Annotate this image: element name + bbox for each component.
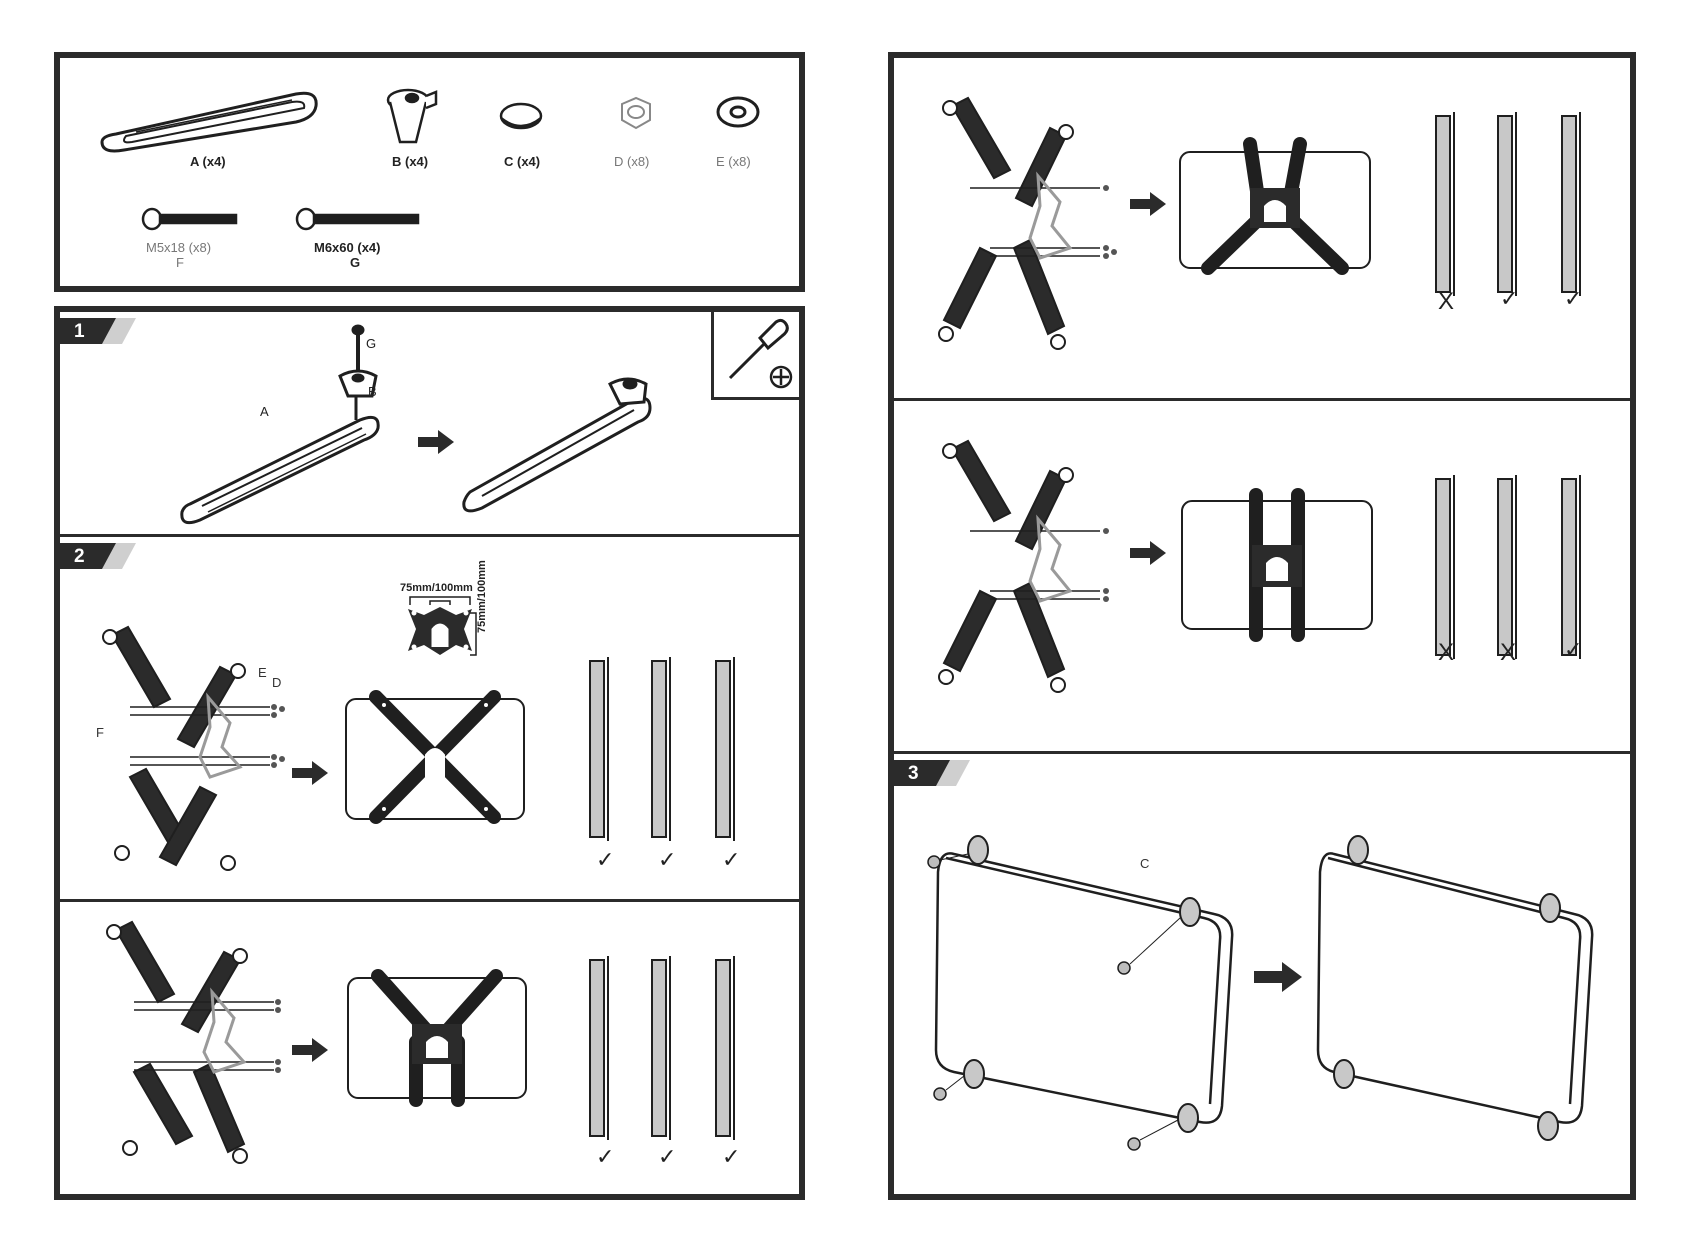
part-g-size-label: M6x60 (x4): [314, 240, 381, 255]
right-arrow-icon: [418, 430, 454, 454]
right-arrow-icon: [1130, 541, 1166, 565]
step-2-alt-exploded-arms: [106, 920, 281, 1164]
parts-list-panel: A (x4) B (x4) C (x4) D (x8) E (x8): [54, 52, 805, 292]
step-1-label-b: B: [368, 384, 377, 399]
part-c-cap-illustration: [499, 102, 543, 130]
screwdriver-icon: [728, 318, 789, 380]
step-2-y-bracket-on-monitor: [347, 969, 527, 1107]
step-2-badge: 2: [60, 543, 136, 569]
alt-config-h-section: X X ✓: [894, 401, 1630, 751]
part-f-screw-illustration: [141, 207, 238, 231]
check-mark: ✓: [596, 1144, 615, 1169]
cross-mark: X: [1438, 639, 1455, 666]
part-a-arm-illustration: [100, 91, 318, 153]
part-f-letter: F: [176, 255, 184, 270]
v-bracket-on-monitor: [1179, 137, 1371, 275]
step-1-badge: 1: [60, 318, 136, 344]
part-b-label: B (x4): [392, 154, 429, 169]
part-g-letter: G: [350, 255, 361, 270]
cross-mark: X: [1438, 288, 1455, 315]
step-2-label-d: D: [272, 675, 282, 690]
step-1-label-a: A: [260, 404, 269, 419]
h-config-side-profiles: [1435, 475, 1581, 659]
step-1-assembled-arm: [462, 377, 652, 513]
right-steps-panel: X ✓ ✓: [888, 52, 1636, 1200]
check-mark: ✓: [658, 1144, 677, 1169]
left-steps-panel: 1: [54, 306, 805, 1200]
step-1-section: 1: [60, 312, 799, 534]
part-a-label: A (x4): [190, 154, 226, 169]
step-divider: [60, 899, 799, 902]
vesa-plate-illustration: [408, 596, 477, 656]
step-3-section: 3 C: [894, 754, 1630, 1194]
part-f-size-label: M5x18 (x8): [146, 240, 212, 255]
check-mark: ✓: [658, 847, 677, 872]
step-3-label-c: C: [1140, 856, 1150, 871]
step-2-alt-side-profiles: [589, 956, 735, 1140]
part-e-label: E (x8): [716, 154, 751, 169]
step-2-label-f: F: [96, 725, 104, 740]
check-mark: ✓: [1564, 637, 1583, 662]
alt-config-v-section: X ✓ ✓: [894, 58, 1630, 398]
step-2-label-e: E: [258, 665, 267, 680]
right-arrow-icon: [1254, 962, 1302, 992]
step-2-exploded-arms: [102, 625, 285, 871]
step-divider: [894, 751, 1630, 754]
check-mark: ✓: [722, 847, 741, 872]
part-d-nut-illustration: [621, 96, 651, 130]
right-arrow-icon: [1130, 192, 1166, 216]
part-c-label: C (x4): [504, 154, 541, 169]
v-config-side-profiles: [1435, 112, 1581, 296]
h-config-exploded-arms: [938, 439, 1109, 693]
part-g-screw-illustration: [295, 207, 420, 231]
phillips-head-icon: [769, 365, 793, 389]
step-2-section: 2 75mm/100mm 75mm/100mm: [60, 537, 799, 899]
step-3-monitor-assembled: [1316, 835, 1594, 1141]
check-mark: ✓: [596, 847, 615, 872]
cross-mark: X: [1500, 639, 1517, 666]
right-arrow-icon: [292, 761, 328, 785]
step-3-monitor-with-caps: [927, 835, 1234, 1151]
part-b-clamp-illustration: [386, 88, 438, 144]
step-divider: [894, 398, 1630, 401]
step-2-side-profiles: [589, 657, 735, 841]
right-arrow-icon: [292, 1038, 328, 1062]
step-2-x-bracket-on-monitor: [345, 690, 525, 824]
step-2-alt-section: ✓ ✓ ✓: [60, 902, 799, 1194]
part-e-washer-illustration: [716, 96, 760, 128]
check-mark: ✓: [722, 1144, 741, 1169]
tool-box: [711, 312, 799, 400]
step-1-arm-with-clamp: [180, 324, 380, 525]
vesa-horizontal-label: 75mm/100mm: [400, 582, 473, 594]
step-divider: [60, 534, 799, 537]
v-config-exploded-arms: [938, 96, 1117, 350]
step-1-label-g: G: [366, 336, 377, 351]
check-mark: ✓: [1500, 286, 1519, 311]
check-mark: ✓: [1564, 286, 1583, 311]
part-d-label: D (x8): [614, 154, 650, 169]
step-3-badge: 3: [894, 760, 970, 786]
h-bracket-on-monitor: [1181, 488, 1373, 642]
